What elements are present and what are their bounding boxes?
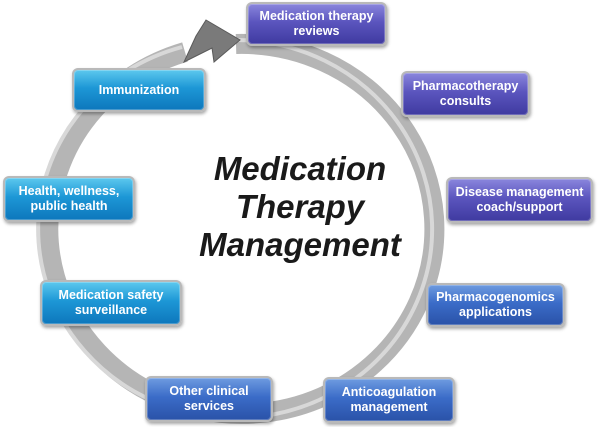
node-pharmacotherapy-consults: Pharmacotherapy consults xyxy=(401,71,530,117)
node-label-line: consults xyxy=(439,94,492,108)
diagram-title: Medication Therapy Management xyxy=(170,150,430,264)
cycle-arrowhead xyxy=(182,19,241,64)
node-anticoagulation: Anticoagulation management xyxy=(323,377,455,423)
node-label-line: Medication safety xyxy=(58,288,164,302)
node-disease-management: Disease management coach/support xyxy=(446,177,593,223)
node-label-line: Anticoagulation xyxy=(341,385,437,399)
node-label-line: management xyxy=(350,400,428,414)
title-line-2: Therapy xyxy=(235,188,365,225)
node-medication-therapy-reviews: Medication therapy reviews xyxy=(246,2,387,46)
title-line-3: Management xyxy=(199,226,401,263)
node-label-line: Immunization xyxy=(98,82,180,97)
node-label-line: Pharmacogenomics xyxy=(436,290,555,304)
node-label-line: applications xyxy=(459,305,532,319)
node-immunization: Immunization xyxy=(72,68,206,112)
node-label-line: Other clinical xyxy=(169,384,249,398)
node-label-line: Health, wellness, xyxy=(18,184,120,198)
node-label-line: Pharmacotherapy xyxy=(412,79,519,93)
title-line-1: Medication xyxy=(213,150,387,187)
node-label-line: reviews xyxy=(293,24,340,38)
node-health-wellness: Health, wellness, public health xyxy=(3,176,135,222)
node-other-clinical-services: Other clinical services xyxy=(145,376,273,422)
node-label-line: services xyxy=(183,399,235,413)
node-label-line: surveillance xyxy=(74,303,148,317)
node-label-line: public health xyxy=(30,199,108,213)
node-medication-safety: Medication safety surveillance xyxy=(40,280,182,326)
node-label-line: coach/support xyxy=(476,200,563,214)
node-label-line: Medication therapy xyxy=(259,9,374,23)
node-pharmacogenomics: Pharmacogenomics applications xyxy=(426,283,565,327)
node-label-line: Disease management xyxy=(455,185,584,199)
